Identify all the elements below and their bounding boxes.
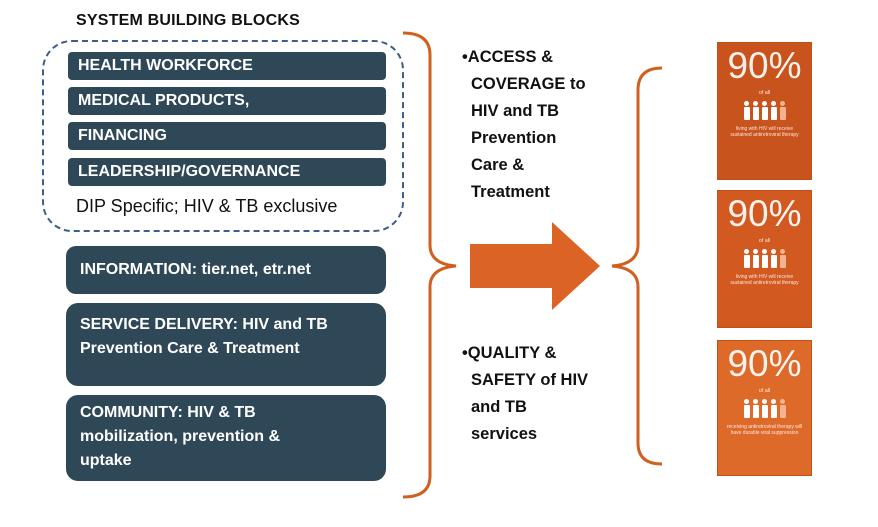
right-curly-bracket bbox=[611, 66, 663, 466]
block-leadership-governance: LEADERSHIP/GOVERNANCE bbox=[68, 158, 386, 186]
access-line-3: HIV and TB bbox=[471, 102, 560, 120]
quality-line-1: QUALITY & bbox=[467, 344, 557, 362]
card-caption: living with HIV will receive sustained a… bbox=[730, 274, 799, 286]
block-information: INFORMATION: tier.net, etr.net bbox=[66, 246, 386, 294]
people-icon-row bbox=[743, 101, 786, 120]
right-arrow bbox=[470, 222, 600, 310]
service-delivery-line-2: Prevention Care & Treatment bbox=[80, 340, 300, 357]
card-caption: receiving antiretroviral therapy will ha… bbox=[726, 424, 803, 436]
outcome-access-coverage: •ACCESS & COVERAGE to HIV and TB Prevent… bbox=[462, 44, 586, 206]
person-icon bbox=[779, 101, 786, 120]
dip-specific-group bbox=[42, 40, 404, 232]
card-subtitle: of all bbox=[758, 238, 771, 244]
access-line-5: Care & bbox=[471, 156, 525, 174]
card-percent: 90% bbox=[727, 343, 802, 384]
card-percent: 90% bbox=[727, 45, 802, 86]
block-medical-products: MEDICAL PRODUCTS, bbox=[68, 87, 386, 115]
person-icon bbox=[770, 399, 777, 418]
person-icon bbox=[761, 399, 768, 418]
diagram-title: SYSTEM BUILDING BLOCKS bbox=[76, 12, 300, 29]
card-caption: living with HIV will receive sustained a… bbox=[730, 126, 799, 138]
card-subtitle: of all bbox=[758, 90, 771, 96]
person-icon bbox=[743, 399, 750, 418]
card-subtitle: of all bbox=[758, 388, 771, 394]
person-icon bbox=[752, 399, 759, 418]
person-icon bbox=[761, 249, 768, 268]
quality-line-2: SAFETY of HIV bbox=[471, 371, 589, 389]
person-icon bbox=[779, 249, 786, 268]
target-card-2: 90% of all living with HIV will receive … bbox=[717, 190, 812, 328]
person-icon bbox=[743, 101, 750, 120]
block-service-delivery: SERVICE DELIVERY: HIV and TB Prevention … bbox=[66, 303, 386, 386]
outcome-quality-safety: •QUALITY & SAFETY of HIV and TB services bbox=[462, 340, 588, 448]
community-line-1: COMMUNITY: HIV & TB bbox=[80, 404, 256, 421]
service-delivery-line-1: SERVICE DELIVERY: HIV and TB bbox=[80, 316, 328, 333]
person-icon bbox=[743, 249, 750, 268]
target-card-1: 90% of all living with HIV will receive … bbox=[717, 42, 812, 180]
person-icon bbox=[761, 101, 768, 120]
dip-note: DIP Specific; HIV & TB exclusive bbox=[76, 196, 338, 216]
block-community: COMMUNITY: HIV & TB mobilization, preven… bbox=[66, 395, 386, 481]
people-icon-row bbox=[743, 249, 786, 268]
access-line-1: ACCESS & bbox=[467, 48, 554, 66]
block-health-workforce: HEALTH WORKFORCE bbox=[68, 52, 386, 80]
access-line-2: COVERAGE to bbox=[471, 75, 586, 93]
person-icon bbox=[752, 101, 759, 120]
bullet: • bbox=[462, 344, 468, 362]
access-line-6: Treatment bbox=[471, 183, 550, 201]
quality-line-3: and TB bbox=[471, 398, 527, 416]
community-line-2: mobilization, prevention & bbox=[80, 428, 281, 445]
person-icon bbox=[770, 101, 777, 120]
community-line-3: uptake bbox=[80, 452, 132, 469]
access-line-4: Prevention bbox=[471, 129, 557, 147]
block-financing: FINANCING bbox=[68, 122, 386, 150]
person-icon bbox=[779, 399, 786, 418]
quality-line-4: services bbox=[471, 425, 538, 443]
person-icon bbox=[752, 249, 759, 268]
person-icon bbox=[770, 249, 777, 268]
target-card-3: 90% of all receiving antiretroviral ther… bbox=[717, 340, 812, 476]
card-percent: 90% bbox=[727, 193, 802, 234]
bullet: • bbox=[462, 48, 468, 66]
people-icon-row bbox=[743, 399, 786, 418]
left-curly-bracket bbox=[402, 31, 457, 499]
